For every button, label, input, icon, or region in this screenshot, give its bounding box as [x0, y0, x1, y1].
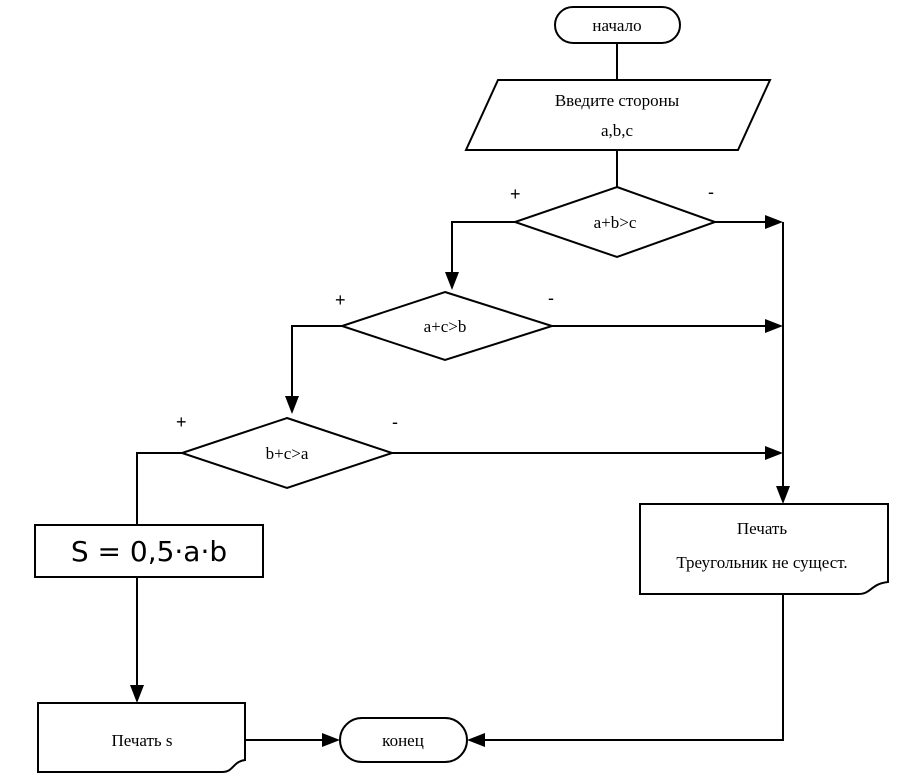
cond3-yes-sign: + — [176, 412, 187, 432]
edge-cond2-yes — [291, 325, 342, 396]
condition-diamond-3 — [178, 416, 396, 490]
condition-2-label: a+c>b — [424, 317, 467, 336]
print-s-label: Печать s — [111, 731, 172, 750]
arrow-cond3-no — [765, 446, 783, 460]
cond1-no-sign: - — [708, 182, 714, 202]
cond1-yes-sign: + — [510, 184, 521, 204]
cond2-no-sign: - — [548, 288, 554, 308]
print-error-label-line2: Треугольник не сущест. — [676, 553, 847, 572]
arrow-to-end-right — [467, 733, 485, 747]
edge-cond1-yes — [451, 221, 515, 272]
end-terminator — [339, 717, 468, 763]
arrow-cond1-no — [765, 215, 783, 229]
start-label: начало — [592, 16, 641, 35]
condition-1-label: a+b>c — [594, 213, 637, 232]
print-error-document — [639, 503, 889, 595]
input-parallelogram — [464, 79, 772, 151]
print-error-label-line1: Печать — [737, 519, 787, 538]
input-label-line1: Введите стороны — [555, 91, 680, 110]
condition-diamond-1 — [511, 185, 718, 259]
print-s-document — [37, 702, 246, 773]
compute-label: S = 0,5·a·b — [71, 535, 227, 568]
arrow-to-print-error — [776, 486, 790, 504]
arrow-cond2-no — [765, 319, 783, 333]
arrow-to-print-s — [130, 685, 144, 703]
condition-diamond-2 — [338, 290, 556, 362]
input-label-line2: a,b,c — [601, 121, 634, 140]
arrow-cond2-yes — [285, 396, 299, 414]
compute-process-box — [34, 524, 264, 578]
condition-3-label: b+c>a — [266, 444, 309, 463]
cond3-no-sign: - — [392, 412, 398, 432]
arrow-to-end-left — [322, 733, 340, 747]
edge-print-error-to-end — [485, 592, 784, 741]
arrow-cond1-yes — [445, 272, 459, 290]
end-label: конец — [382, 731, 424, 750]
cond2-yes-sign: + — [335, 290, 346, 310]
start-terminator — [554, 6, 681, 44]
edge-cond3-yes — [136, 452, 182, 525]
